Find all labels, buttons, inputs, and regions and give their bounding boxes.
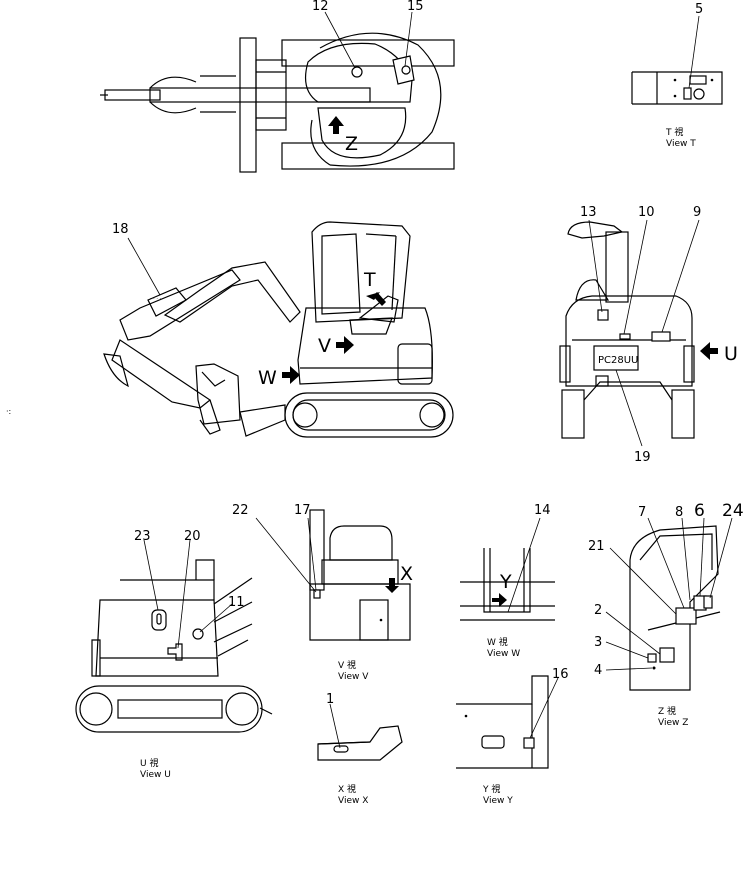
callout-4: 4 — [594, 663, 602, 678]
caption-view-t: View T — [666, 139, 696, 149]
svg-text:·:: ·: — [6, 407, 11, 416]
view-y-drawing: 16 Y 視 View Y — [456, 667, 569, 806]
callout-11: 11 — [228, 595, 245, 610]
callout-23: 23 — [134, 529, 151, 544]
caption-view-v-jp: V 視 — [338, 659, 356, 671]
callout-13: 13 — [580, 205, 597, 220]
caption-view-x-jp: X 視 — [338, 783, 356, 795]
callout-10: 10 — [638, 205, 655, 220]
view-w-arrow-label: W — [258, 367, 277, 389]
callout-17: 17 — [294, 503, 311, 518]
view-z-drawing: 7 8 6 24 21 2 3 4 Z 視 View Z — [588, 501, 744, 728]
caption-view-w: View W — [487, 649, 520, 659]
callout-22: 22 — [232, 503, 249, 518]
caption-view-w-jp: W 視 — [487, 636, 508, 648]
caption-view-z-jp: Z 視 — [658, 705, 676, 717]
view-x-arrow-label: X — [400, 563, 413, 585]
caption-view-u-jp: U 視 — [140, 757, 158, 769]
view-t-drawing: 5 T 視 View T — [631, 2, 723, 149]
svg-text:· · · ·: · · · · — [150, 296, 162, 302]
callout-5: 5 — [695, 2, 703, 17]
callout-14: 14 — [534, 503, 551, 518]
callout-20: 20 — [184, 529, 201, 544]
view-u-arrow-label: U — [724, 343, 738, 365]
callout-15: 15 — [407, 0, 424, 14]
rear-view-drawing: PC28UU U 13 10 9 19 — [559, 205, 738, 465]
caption-view-y-jp: Y 視 — [482, 783, 500, 795]
caption-view-y: View Y — [483, 796, 513, 806]
callout-9: 9 — [693, 205, 701, 220]
view-y-arrow-label: Y — [499, 571, 512, 593]
plate-text: PC28UU — [598, 355, 638, 366]
view-w-drawing: Y 14 W 視 View W — [460, 503, 555, 659]
callout-8: 8 — [675, 505, 683, 520]
caption-view-v: View V — [338, 672, 369, 682]
callout-18: 18 — [112, 222, 129, 237]
side-view-drawing: · · · · T V W 18 ·: — [6, 221, 454, 438]
callout-6: 6 — [694, 501, 705, 521]
view-v-drawing: X 22 17 V 視 View V — [232, 503, 413, 682]
callout-24: 24 — [722, 501, 744, 521]
callout-7: 7 — [638, 505, 646, 520]
callout-16: 16 — [552, 667, 569, 682]
callout-1: 1 — [326, 692, 334, 707]
view-v-arrow-label: V — [318, 335, 331, 357]
caption-view-t-jp: T 視 — [665, 126, 683, 138]
caption-view-z: View Z — [658, 718, 688, 728]
callout-2: 2 — [594, 603, 602, 618]
view-u-drawing: 23 20 11 U 視 View U — [75, 529, 273, 780]
callout-21: 21 — [588, 539, 605, 554]
view-t-arrow-label: T — [363, 269, 376, 291]
view-x-drawing: 1 X 視 View X — [317, 692, 403, 806]
callout-12: 12 — [312, 0, 329, 14]
caption-view-u: View U — [140, 770, 171, 780]
callout-19: 19 — [634, 450, 651, 465]
callout-3: 3 — [594, 635, 602, 650]
top-view-drawing: Z 12 15 — [100, 0, 455, 173]
caption-view-x: View X — [338, 796, 368, 806]
view-z-arrow-label: Z — [345, 133, 358, 155]
